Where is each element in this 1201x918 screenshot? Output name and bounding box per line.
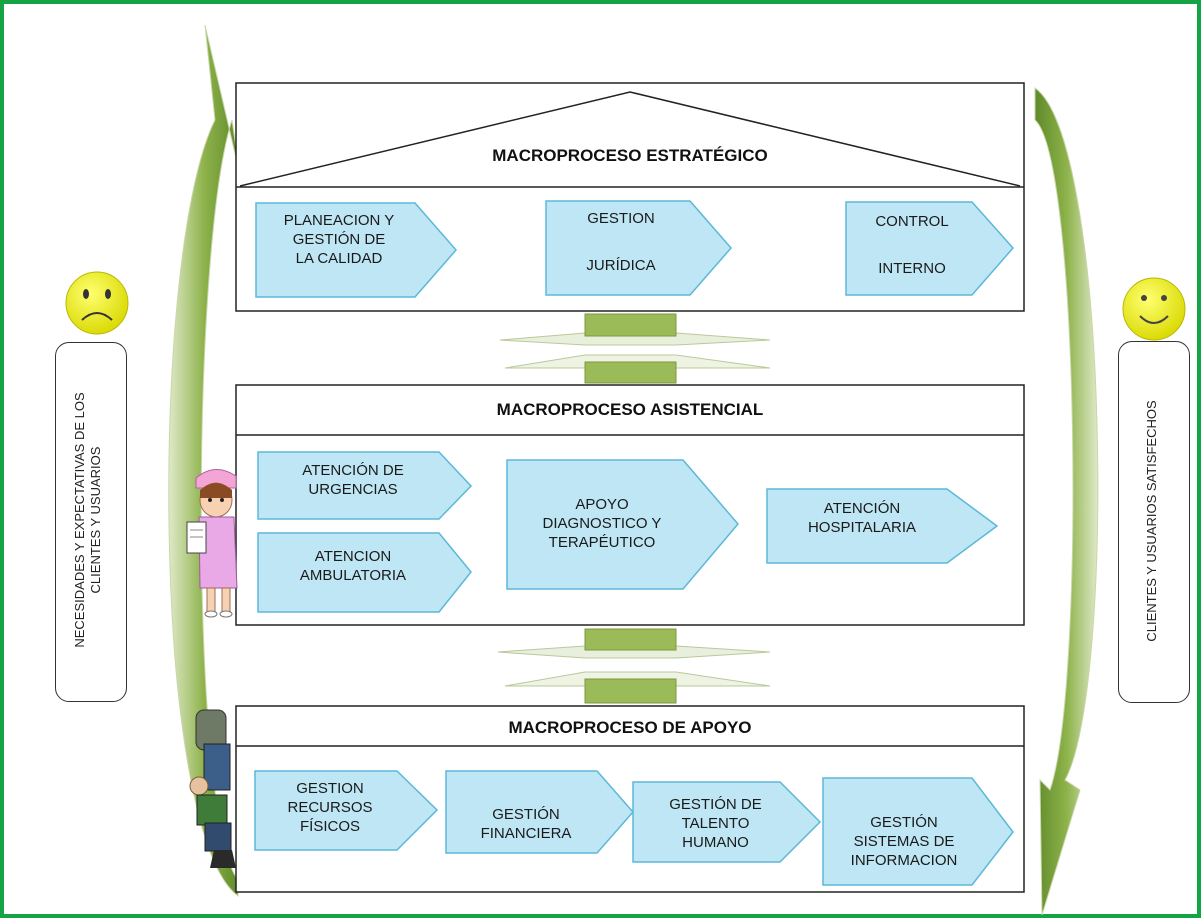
process-recursos-label: GESTION RECURSOS FÍSICOS [287,780,373,835]
process-talento-label: GESTIÓN DE TALENTO HUMANO [669,796,762,851]
process-planeacion-label: PLANEACION Y GESTIÓN DE LA CALIDAD [283,212,395,267]
connector-estrategico-asistencial [499,313,771,384]
process-shape-recursos [254,770,439,851]
process-shape-ambulatoria [257,532,472,613]
left-needs-text: NECESIDADES Y EXPECTATIVAS DE LOS CLIENT… [72,392,103,648]
left-needs-panel [55,342,127,702]
macroproceso-estrategico-title: MACROPROCESO ESTRATÉGICO [492,146,768,165]
happy-face-icon [1122,277,1186,341]
process-shape-juridica [545,200,732,296]
process-urgencias-label: ATENCIÓN DE URGENCIAS [302,462,404,498]
process-shape-financiera [445,770,634,854]
process-shape-talento [632,781,822,863]
green-left-arrow-icon [168,24,241,898]
process-shape-control [845,201,1014,296]
right-satisfied-panel [1118,341,1190,703]
process-financiera-label: GESTIÓN FINANCIERA [480,806,572,842]
macroproceso-apoyo-title: MACROPROCESO DE APOYO [508,718,752,737]
sad-face-icon [65,271,129,335]
macroproceso-asistencial-title: MACROPROCESO ASISTENCIAL [496,400,764,419]
process-sistemas-label: GESTIÓN SISTEMAS DE INFORMACION [850,814,958,869]
worker-icon [189,709,236,868]
process-hospitalaria-label: ATENCIÓN HOSPITALARIA [807,500,917,536]
process-shape-apoyo-diagnostico [506,459,739,590]
process-shape-urgencias [257,451,473,520]
process-apoyo-diagnostico-label: APOYO DIAGNOSTICO Y TERAPÉUTICO [542,496,662,551]
process-control-label: CONTROL INTERNO [875,213,949,277]
process-ambulatoria-label: ATENCION AMBULATORIA [299,548,407,584]
process-juridica-label: GESTION JURÍDICA [586,210,656,274]
green-right-arrow-icon [1034,87,1099,916]
process-shape-hospitalaria [766,488,999,564]
right-satisfied-text: CLIENTES Y USUARIOS SATISFECHOS [1144,400,1159,642]
nurse-icon [186,469,238,618]
connector-asistencial-apoyo [497,628,771,704]
process-shape-sistemas [822,777,1014,886]
process-shape-planeacion [255,202,457,298]
